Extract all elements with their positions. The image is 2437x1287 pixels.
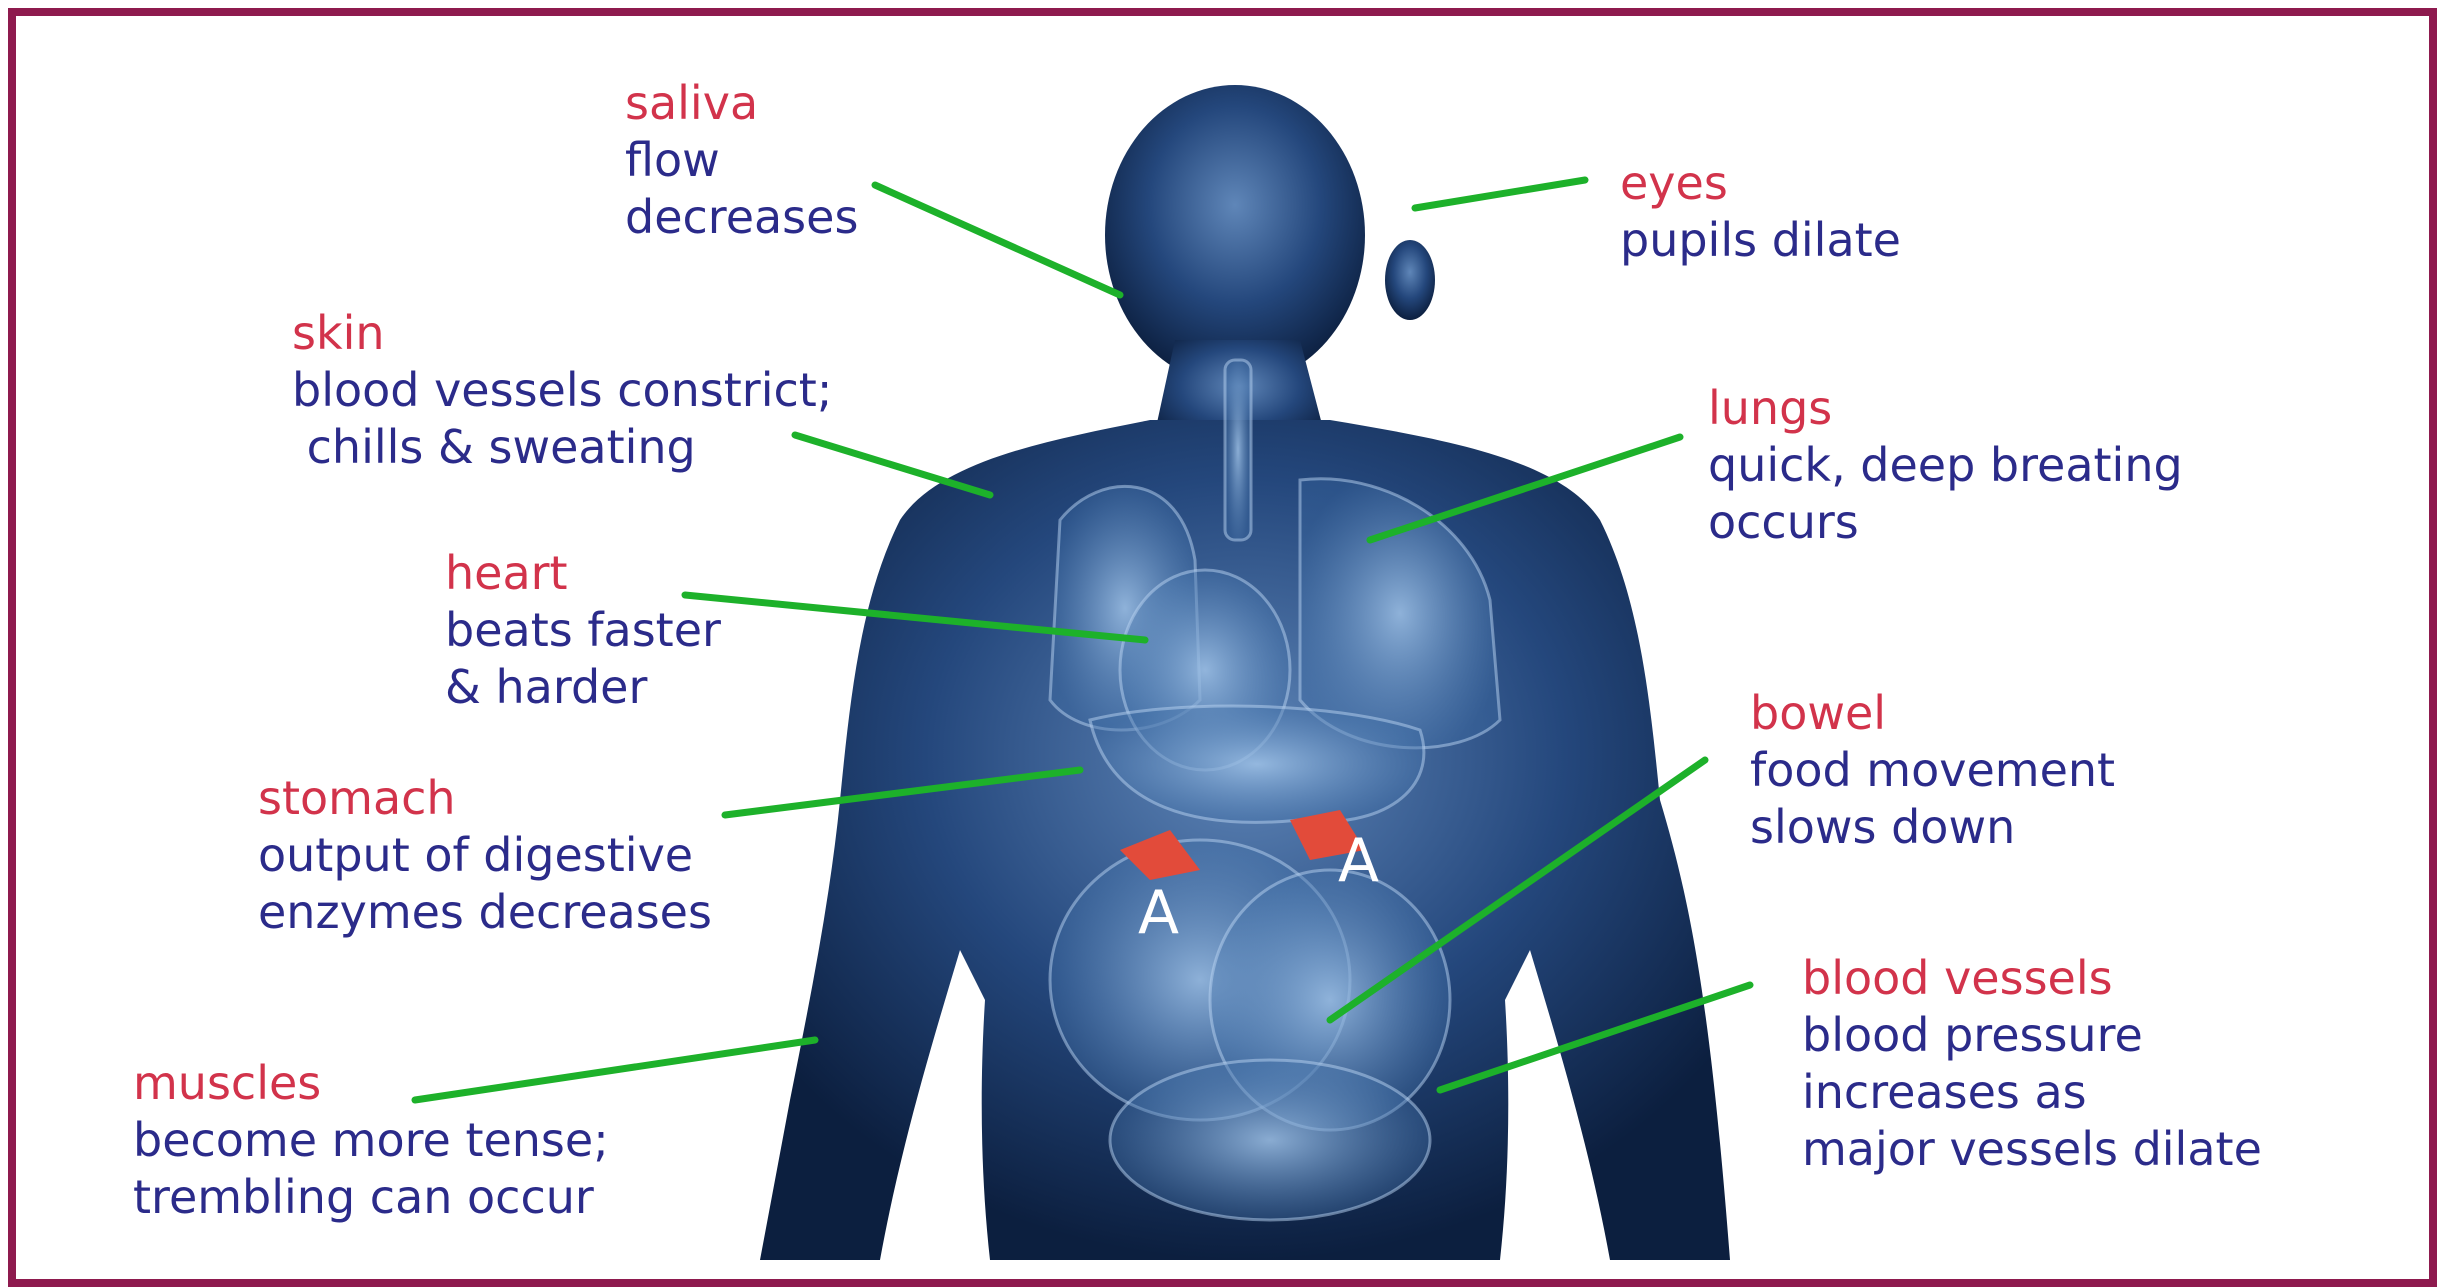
label-stomach-title: stomach (258, 770, 712, 827)
label-muscles: muscles become more tense; trembling can… (133, 1055, 609, 1226)
label-heart-title: heart (445, 545, 721, 602)
label-bowel-line: food movement (1750, 742, 2115, 799)
label-lungs-line: occurs (1708, 494, 2183, 551)
adrenal-marker-right: A (1338, 826, 1379, 896)
label-bowel-title: bowel (1750, 685, 2115, 742)
label-stomach: stomach output of digestive enzymes decr… (258, 770, 712, 941)
label-saliva-title: saliva (625, 75, 858, 132)
label-skin-line: chills & sweating (292, 419, 832, 476)
label-eyes-title: eyes (1620, 155, 1901, 212)
adrenal-marker-left: A (1138, 878, 1179, 948)
label-skin-line: blood vessels constrict; (292, 362, 832, 419)
label-stomach-line: enzymes decreases (258, 884, 712, 941)
label-skin: skin blood vessels constrict; chills & s… (292, 305, 832, 476)
label-muscles-title: muscles (133, 1055, 609, 1112)
leader-line-saliva (875, 185, 1120, 295)
label-saliva-line: decreases (625, 189, 858, 246)
label-blood-vessels-title: blood vessels (1802, 950, 2262, 1007)
label-lungs: lungs quick, deep breating occurs (1708, 380, 2183, 551)
label-lungs-line: quick, deep breating (1708, 437, 2183, 494)
label-heart-line: beats faster (445, 602, 721, 659)
label-heart-line: & harder (445, 659, 721, 716)
leader-line-eyes (1415, 180, 1585, 208)
label-stomach-line: output of digestive (258, 827, 712, 884)
label-saliva-line: flow (625, 132, 858, 189)
label-bowel: bowel food movement slows down (1750, 685, 2115, 856)
label-eyes-line: pupils dilate (1620, 212, 1901, 269)
label-blood-vessels-line: increases as (1802, 1064, 2262, 1121)
label-bowel-line: slows down (1750, 799, 2115, 856)
label-lungs-title: lungs (1708, 380, 2183, 437)
label-skin-title: skin (292, 305, 832, 362)
label-blood-vessels-line: blood pressure (1802, 1007, 2262, 1064)
label-muscles-line: become more tense; (133, 1112, 609, 1169)
label-blood-vessels: blood vessels blood pressure increases a… (1802, 950, 2262, 1178)
label-muscles-line: trembling can occur (133, 1169, 609, 1226)
label-saliva: saliva flow decreases (625, 75, 858, 246)
label-blood-vessels-line: major vessels dilate (1802, 1121, 2262, 1178)
label-eyes: eyes pupils dilate (1620, 155, 1901, 269)
label-heart: heart beats faster & harder (445, 545, 721, 716)
